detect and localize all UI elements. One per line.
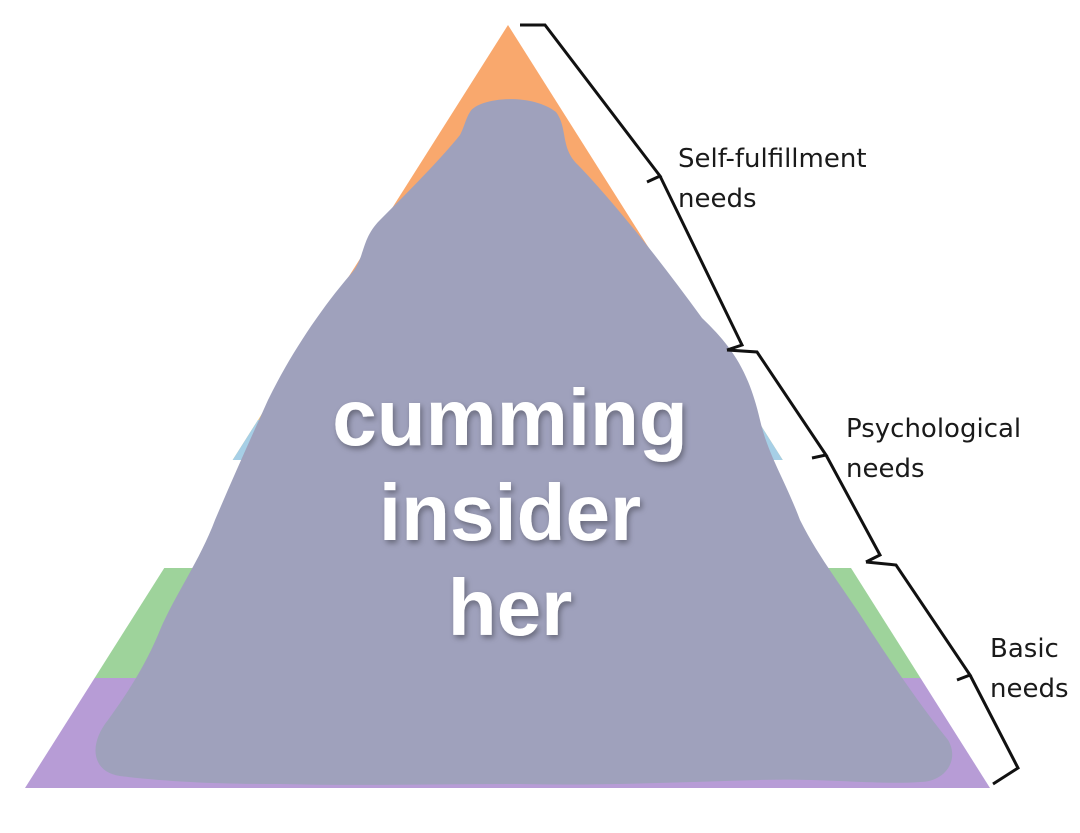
label-psychological: Psychological needs: [846, 414, 1029, 484]
bracket-psychological: [726, 348, 883, 564]
grey-blob-overlay: [95, 99, 953, 785]
label-self-fulfillment: Self-fulfillment needs: [678, 144, 875, 214]
overlay-line-3: her: [448, 563, 573, 652]
label-self-fulfillment-line2: needs: [678, 184, 757, 214]
overlay-caption: cumming insider her: [332, 373, 688, 652]
label-basic: Basic needs: [990, 634, 1069, 704]
label-self-fulfillment-line1: Self-fulfillment: [678, 144, 867, 174]
bracket-self-fulfillment: [520, 23, 745, 352]
bracket-basic: [865, 560, 1020, 786]
label-psychological-line2: needs: [846, 454, 925, 484]
overlay-line-2: insider: [379, 468, 641, 557]
brackets: [520, 23, 1020, 786]
overlay-line-1: cumming: [332, 373, 688, 462]
label-psychological-line1: Psychological: [846, 414, 1021, 444]
label-basic-line2: needs: [990, 674, 1069, 704]
label-basic-line1: Basic: [990, 634, 1059, 664]
